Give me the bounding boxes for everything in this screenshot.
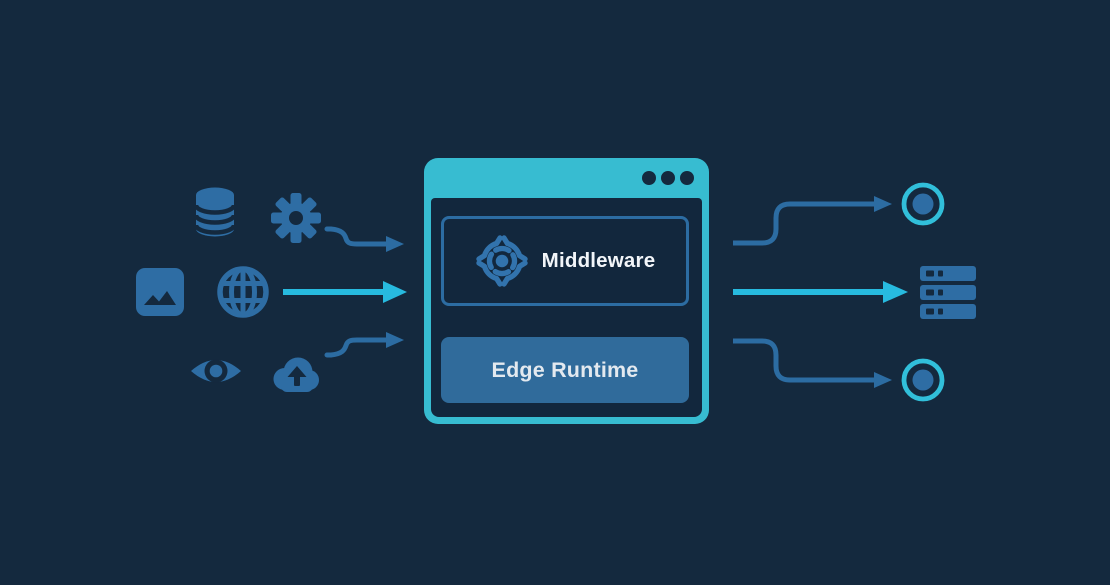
- arrowhead: [883, 281, 908, 303]
- middleware-gear-icon: [475, 235, 528, 287]
- cloud-upload-icon: [273, 357, 319, 392]
- window-dot-icon: [680, 171, 694, 185]
- middleware-box: Middleware: [441, 216, 689, 306]
- client-circle-icon: [901, 182, 945, 226]
- browser-window: Middleware Edge Runtime: [424, 158, 709, 424]
- arrowhead: [386, 332, 404, 348]
- image-icon: [136, 268, 184, 316]
- window-dot-icon: [642, 171, 656, 185]
- edge-runtime-box: Edge Runtime: [441, 337, 689, 403]
- gear-icon: [271, 193, 321, 243]
- edge-runtime-label: Edge Runtime: [491, 357, 639, 382]
- arrowhead: [874, 196, 892, 212]
- eye-icon: [191, 359, 241, 383]
- arrowhead: [874, 372, 892, 388]
- arrow-window-to-client-bottom: [733, 338, 875, 383]
- middleware-label: Middleware: [541, 249, 656, 272]
- arrowhead: [383, 281, 407, 303]
- server-stack-icon: [920, 266, 976, 319]
- window-titlebar: [424, 158, 709, 198]
- window-dot-icon: [661, 171, 675, 185]
- arrow-cloud-to-window: [324, 337, 390, 358]
- arrow-window-to-client-top: [733, 201, 875, 246]
- window-body: Middleware Edge Runtime: [431, 198, 702, 417]
- arrow-gear-to-window: [324, 226, 390, 247]
- database-icon: [193, 187, 237, 237]
- client-circle-icon: [901, 358, 945, 402]
- arrowhead: [386, 236, 404, 252]
- globe-icon: [217, 266, 269, 318]
